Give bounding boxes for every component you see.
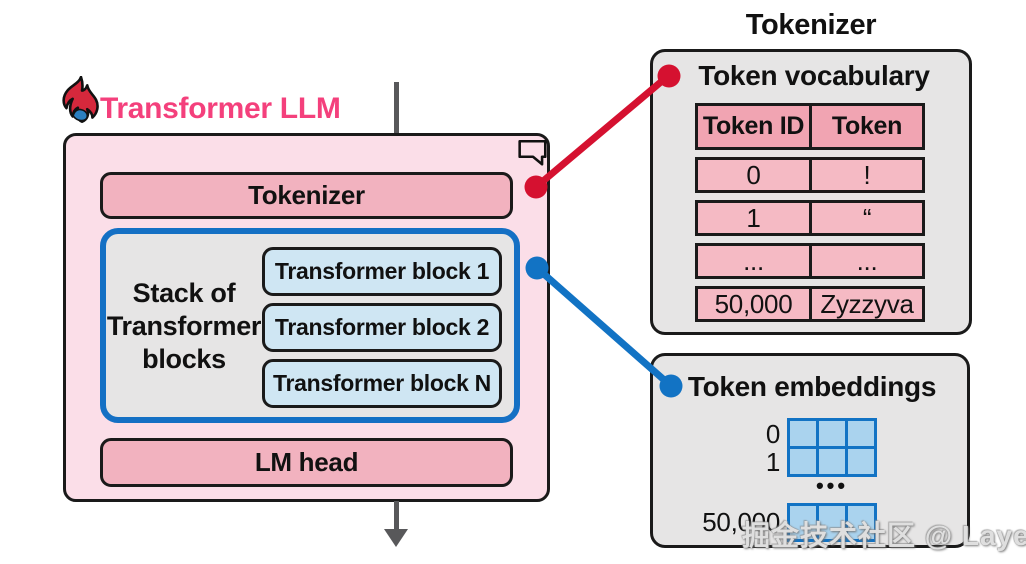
embedding-cell — [848, 421, 874, 446]
cell-token-id: ... — [695, 243, 812, 279]
tokenizer-bar: Tokenizer — [100, 172, 513, 219]
lm-head-bar: LM head — [100, 438, 513, 487]
transformer-block-n: Transformer block N — [262, 359, 502, 408]
embedding-cell — [790, 449, 816, 474]
comment-bubble-icon — [517, 137, 549, 174]
stack-label-line1: Stack of — [132, 278, 236, 308]
cell-token: ... — [809, 243, 925, 279]
stack-label-line2: Transformer — [106, 311, 262, 341]
table-row: 1 “ — [695, 200, 925, 236]
flame-icon — [58, 75, 104, 135]
cell-token: “ — [809, 200, 925, 236]
embedding-cell — [819, 421, 845, 446]
embedding-matrix-top — [787, 418, 877, 477]
transformer-block-2: Transformer block 2 — [262, 303, 502, 352]
stack-label-line3: blocks — [142, 344, 226, 374]
embedding-cell — [790, 506, 816, 539]
table-row: ... ... — [695, 243, 925, 279]
transformer-llm-label: Transformer LLM — [100, 92, 341, 125]
cell-token-id: 50,000 — [695, 286, 812, 322]
output-arrow-head-icon — [384, 529, 408, 547]
embedding-cell — [819, 506, 845, 539]
transformer-block-1: Transformer block 1 — [262, 247, 502, 296]
cell-token: Zyzzyva — [809, 286, 925, 322]
embedding-cell — [819, 449, 845, 474]
lm-head-label: LM head — [254, 447, 359, 477]
token-vocabulary-table: Token ID Token 0 ! 1 “ ... ... 50,000 Zy… — [695, 103, 925, 329]
cell-token: ! — [809, 157, 925, 193]
embedding-matrix-bottom — [787, 503, 877, 542]
cell-token-id: 1 — [695, 200, 812, 236]
embedding-cell — [790, 421, 816, 446]
transformer-block-n-label: Transformer block N — [273, 370, 491, 396]
token-vocabulary-heading: Token vocabulary — [698, 60, 930, 91]
table-row: 0 ! — [695, 157, 925, 193]
embedding-row-label-1: 1 — [765, 447, 780, 477]
transformer-block-2-label: Transformer block 2 — [274, 314, 490, 340]
output-arrow-line — [394, 501, 399, 530]
header-token: Token — [809, 103, 925, 150]
input-arrow-line — [394, 82, 399, 134]
watermark: 掘金技术社区 @ Layer — [742, 520, 1026, 551]
embedding-cell — [848, 449, 874, 474]
embedding-row-label-50000: 50,000 — [702, 507, 780, 537]
tokenizer-panel-title: Tokenizer — [745, 9, 877, 41]
table-header-row: Token ID Token — [695, 103, 925, 150]
embedding-cell — [848, 506, 874, 539]
embedding-ellipsis: ••• — [815, 473, 849, 498]
table-row: 50,000 Zyzzyva — [695, 286, 925, 322]
embedding-row-label-0: 0 — [765, 419, 780, 449]
tokenizer-bar-label: Tokenizer — [248, 180, 365, 210]
stack-label: Stack of Transformer blocks — [106, 277, 262, 376]
header-token-id: Token ID — [695, 103, 812, 150]
cell-token-id: 0 — [695, 157, 812, 193]
vocab-connector-line — [533, 73, 671, 190]
transformer-block-1-label: Transformer block 1 — [274, 258, 490, 284]
token-embeddings-heading: Token embeddings — [687, 371, 937, 402]
